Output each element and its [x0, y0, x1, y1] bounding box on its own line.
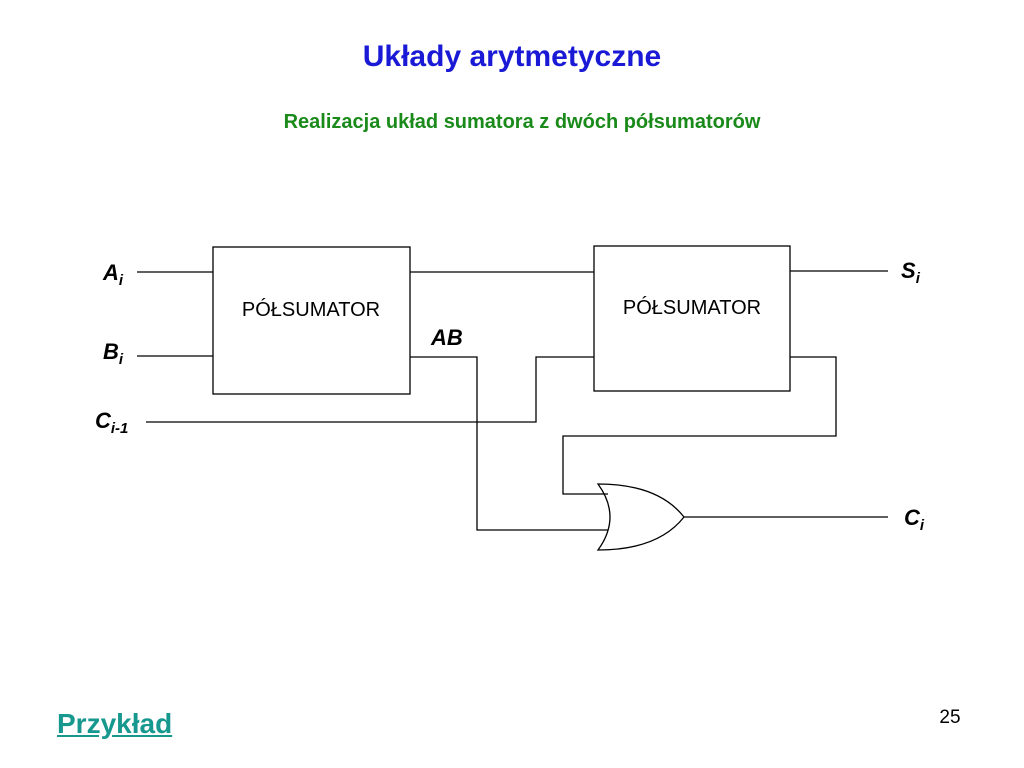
- half-adder-1-label: PÓŁSUMATOR: [242, 298, 380, 321]
- example-link[interactable]: Przykład: [57, 708, 173, 739]
- output-s-label: Si: [901, 258, 921, 287]
- page-number: 25: [939, 707, 961, 728]
- input-b-label: Bi: [103, 339, 124, 368]
- wire-ab-carry: [410, 356, 608, 531]
- slide-title: Układy arytmetyczne: [362, 40, 662, 73]
- ab-label: AB: [430, 325, 463, 350]
- slide-subtitle: Realizacja układ sumatora z dwóch półsum…: [283, 111, 761, 133]
- input-a-label: Ai: [102, 260, 124, 289]
- half-adder-2-box: [593, 245, 791, 392]
- input-c-label: Ci-1: [95, 408, 128, 437]
- wire-c-input: [146, 356, 594, 423]
- half-adder-1-box: [212, 246, 411, 395]
- or-gate: [596, 483, 685, 551]
- output-c-label: Ci: [904, 505, 925, 534]
- wire-second-carry: [562, 356, 837, 495]
- half-adder-2-label: PÓŁSUMATOR: [623, 296, 761, 319]
